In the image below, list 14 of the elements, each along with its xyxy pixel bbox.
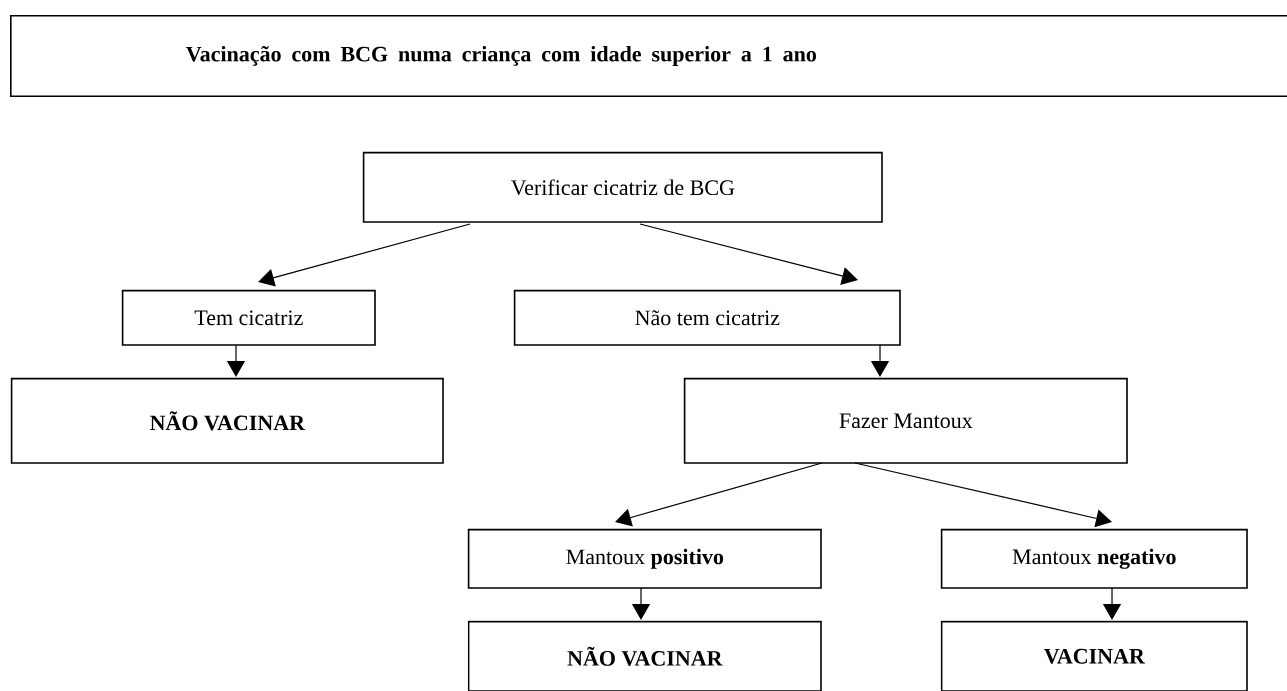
result-box: NÃO VACINAR bbox=[467, 620, 822, 691]
arrow bbox=[854, 462, 1112, 528]
arrow bbox=[258, 223, 471, 287]
arrow bbox=[615, 462, 823, 527]
process-box: Tem cicatriz bbox=[121, 289, 376, 346]
result-box: VACINAR bbox=[940, 620, 1248, 691]
result-box: NÃO VACINAR bbox=[10, 377, 444, 464]
process-box: Fazer Mantoux bbox=[683, 377, 1128, 464]
process-box: Mantoux negativo bbox=[940, 528, 1248, 589]
process-box: Não tem cicatriz bbox=[513, 289, 901, 346]
title-box: Vacinação com BCG numa criança com idade superior a 1 ano bbox=[10, 15, 1287, 97]
arrow bbox=[639, 223, 858, 285]
process-box: Verificar cicatriz de BCG bbox=[362, 151, 883, 223]
process-box: Mantoux positivo bbox=[467, 528, 822, 589]
